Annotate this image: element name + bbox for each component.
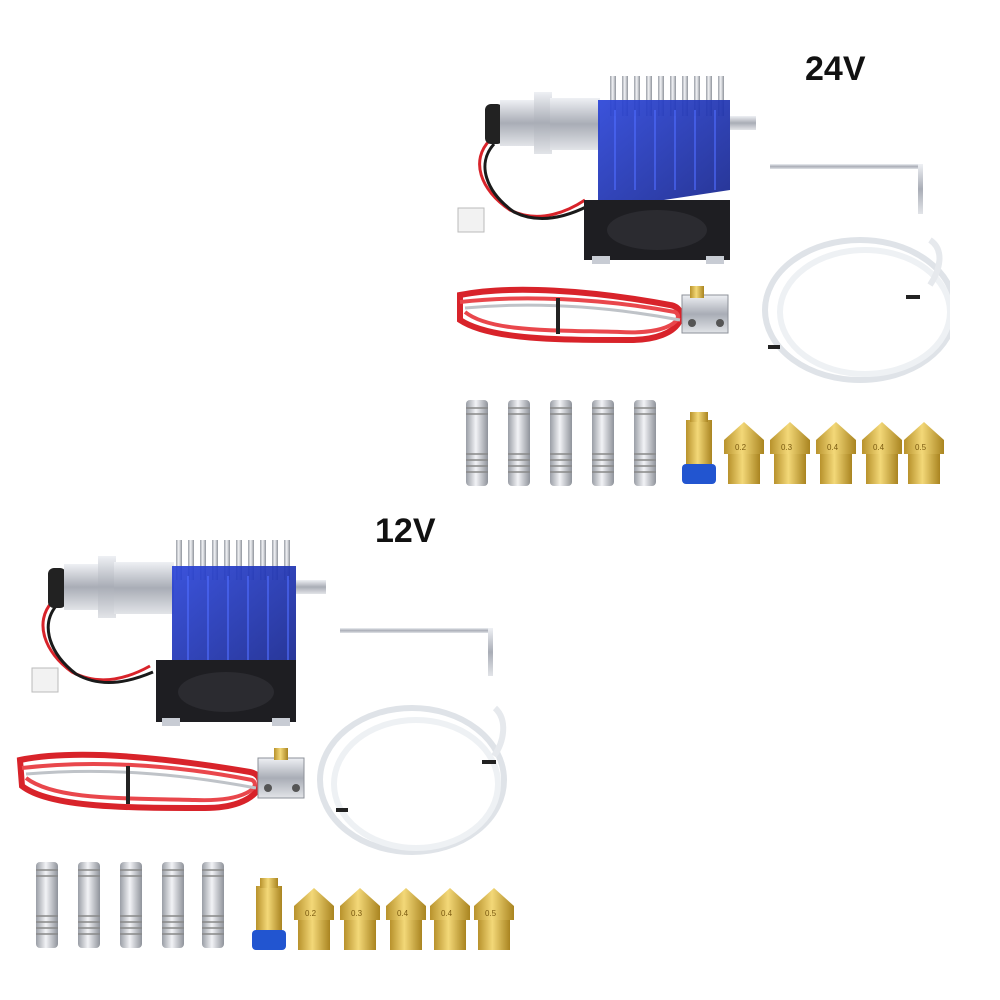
fan-shroud: [172, 566, 296, 676]
heat-breaks: [466, 400, 656, 486]
heat-break: [78, 862, 100, 948]
nozzle: 0.2: [724, 422, 764, 484]
nozzle-size-label: 0.4: [397, 909, 409, 918]
nozzle-size-label: 0.4: [441, 909, 453, 918]
nozzle: 0.4: [862, 422, 902, 484]
heat-break: [120, 862, 142, 948]
pneumatic-fitting: [682, 412, 716, 484]
heater-cartridge-wires: [457, 286, 684, 344]
hotend-assembly: [457, 76, 756, 264]
heat-break: [162, 862, 184, 948]
bowden-coupler: [48, 568, 66, 608]
ptfe-tube: [762, 237, 950, 383]
cable-tie: [126, 766, 130, 804]
heat-breaks: [36, 862, 224, 948]
nozzle: 0.2: [294, 888, 334, 950]
heater-block: [257, 748, 305, 799]
heat-break: [550, 400, 572, 486]
heat-break: [36, 862, 58, 948]
nozzle-size-label: 0.5: [915, 443, 927, 452]
heater-block: [681, 286, 729, 334]
allen-key: [770, 164, 923, 214]
heat-break: [466, 400, 488, 486]
allen-key: [340, 628, 493, 676]
nozzle-size-label: 0.4: [873, 443, 885, 452]
hotend-assembly: [31, 540, 326, 726]
heat-break: [202, 862, 224, 948]
cable-tie: [556, 298, 560, 334]
nozzle: 0.3: [340, 888, 380, 950]
nozzle-size-label: 0.2: [735, 443, 747, 452]
heat-break: [508, 400, 530, 486]
nozzle: 0.5: [904, 422, 944, 484]
heat-break: [634, 400, 656, 486]
nozzle-size-label: 0.3: [781, 443, 793, 452]
nozzle: 0.4: [386, 888, 426, 950]
bowden-coupler: [485, 104, 503, 144]
nozzle: 0.4: [430, 888, 470, 950]
nozzle-size-label: 0.4: [827, 443, 839, 452]
nozzles: 0.2 0.3 0.4 0.4 0.5: [724, 422, 944, 484]
nozzle: 0.4: [816, 422, 856, 484]
nozzle: 0.3: [770, 422, 810, 484]
heater-cartridge-wires: [16, 751, 263, 812]
nozzle-size-label: 0.3: [351, 909, 363, 918]
kit-illustration-24v: 0.2 0.3 0.4 0.4 0.5: [457, 76, 950, 486]
heat-break: [592, 400, 614, 486]
voltage-label-24v: 24V: [805, 50, 866, 88]
hotend-kit-12v: 12V: [0, 510, 520, 990]
nozzle-size-label: 0.2: [305, 909, 317, 918]
kit-illustration-12v: 0.2 0.3 0.4 0.4 0.5: [16, 540, 514, 950]
nozzle-size-label: 0.5: [485, 909, 497, 918]
ptfe-tube: [317, 705, 507, 855]
nozzle: 0.5: [474, 888, 514, 950]
nozzles: 0.2 0.3 0.4 0.4 0.5: [294, 888, 514, 950]
fan-shroud: [598, 100, 730, 210]
pneumatic-fitting: [252, 878, 286, 950]
hotend-kit-24v: 24V: [430, 40, 950, 520]
fan-connector: [457, 207, 485, 233]
voltage-label-12v: 12V: [375, 512, 436, 550]
fan-connector: [31, 667, 59, 693]
